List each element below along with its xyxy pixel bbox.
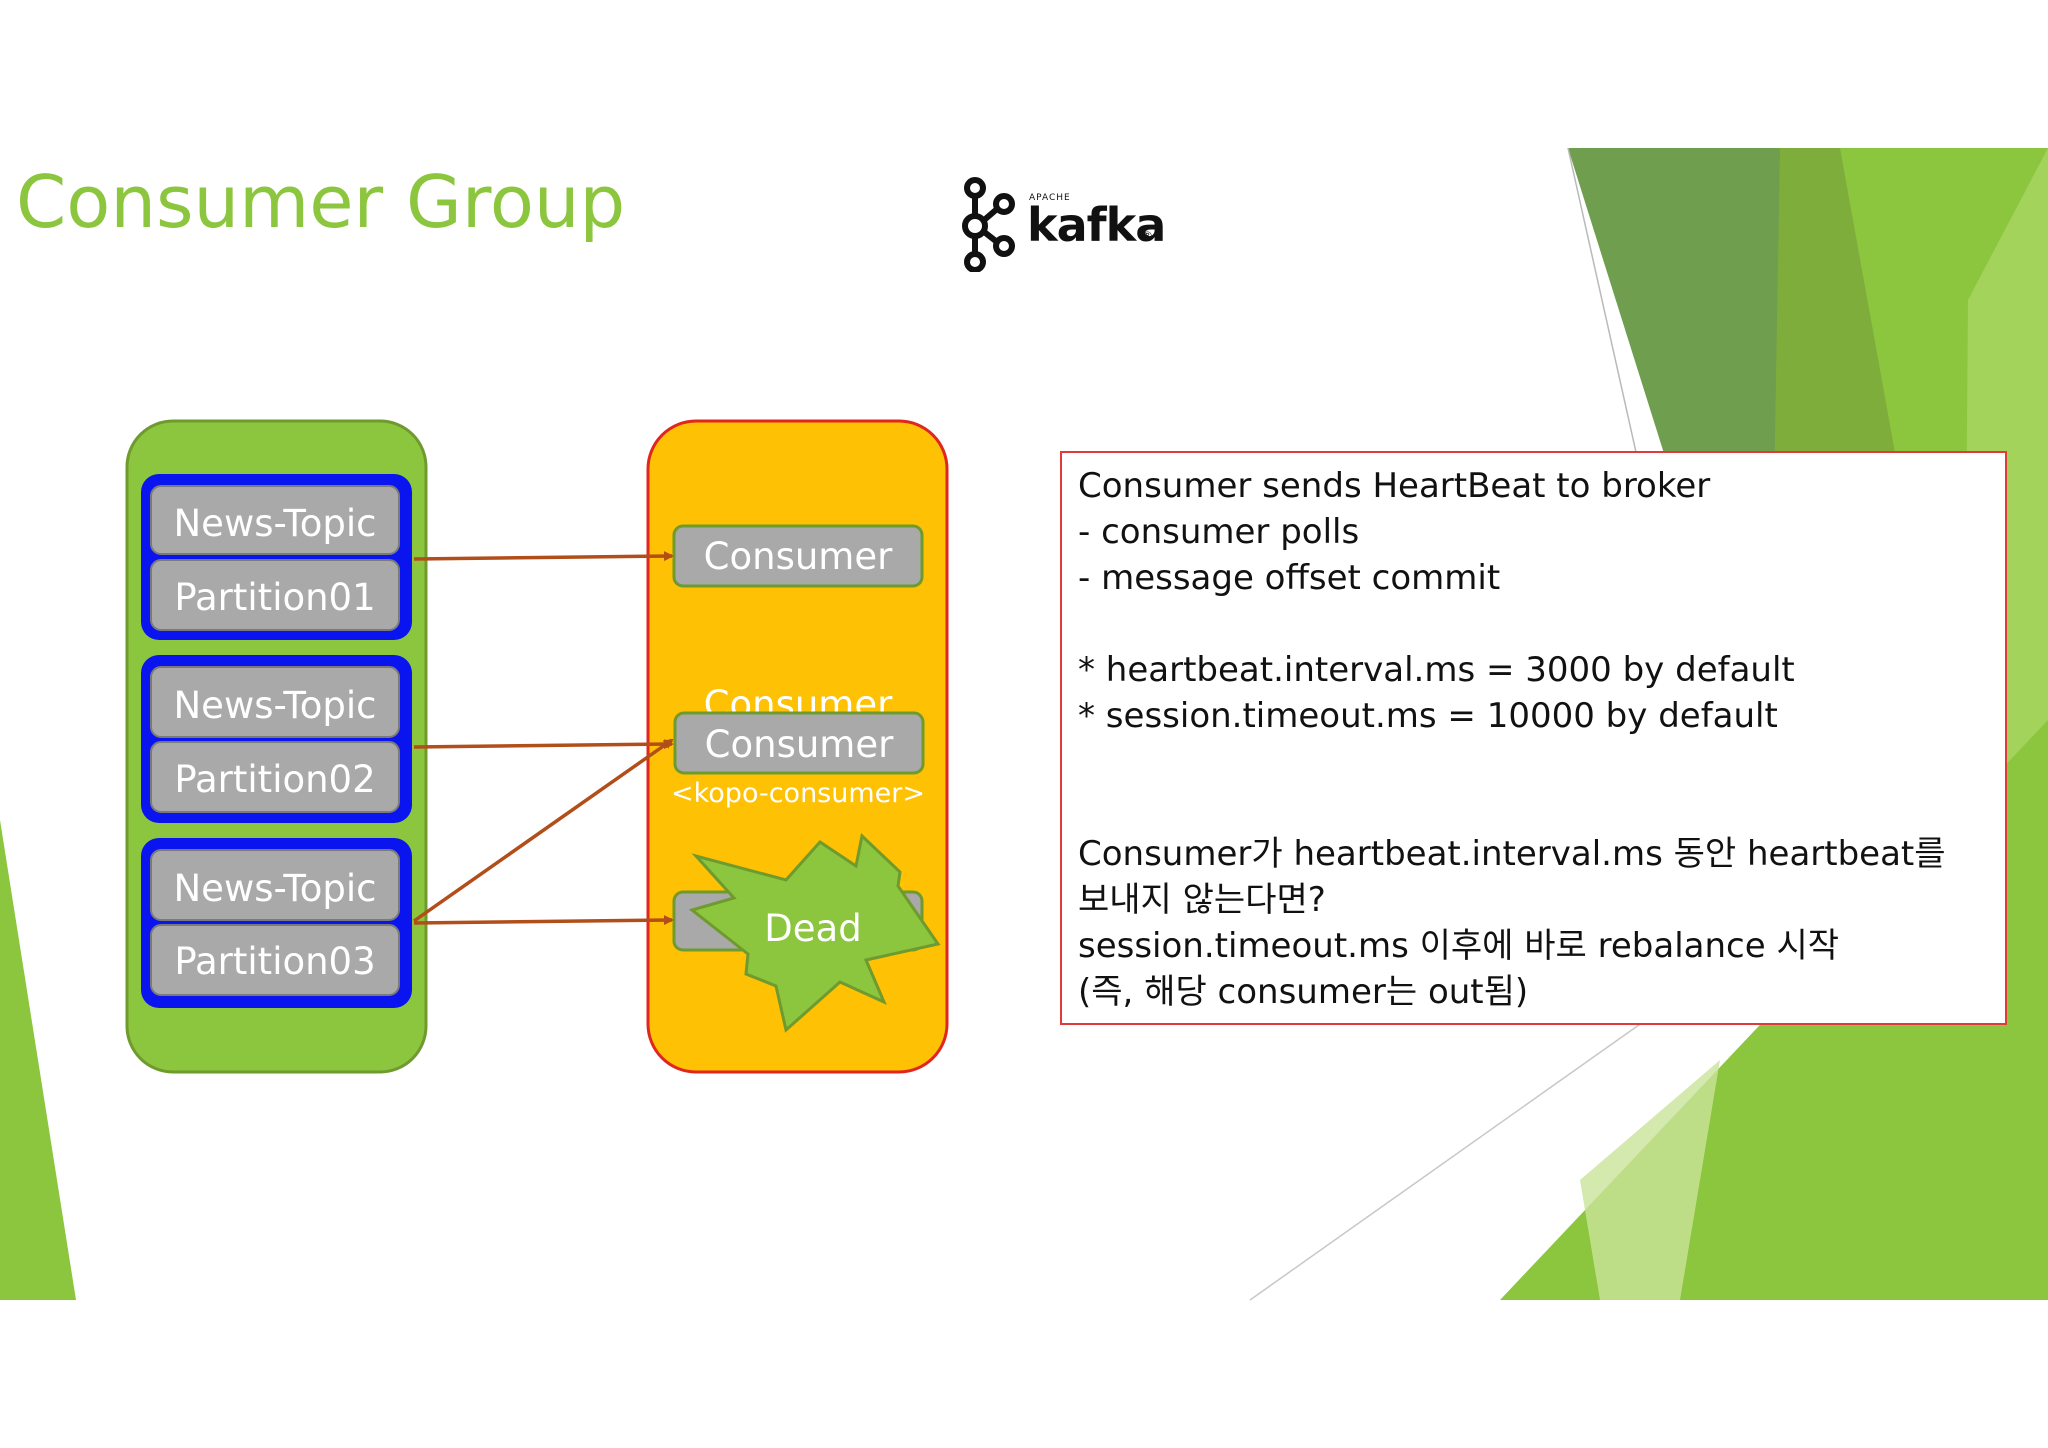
partition-group-01: News-Topic Partition01 [141,474,412,640]
arrow-partition02-consumer2 [413,739,674,750]
topic-label: News-Topic [174,867,377,910]
note-line: * heartbeat.interval.ms = 3000 by defaul… [1078,650,1795,690]
note-line: Consumer가 heartbeat.interval.ms 동안 heart… [1078,834,1946,874]
consumer-label-1: Consumer [704,535,893,578]
kafka-logo-icon [962,177,1015,272]
note-line: Consumer sends HeartBeat to broker [1078,466,1711,506]
partition-group-02: News-Topic Partition02 [141,655,412,823]
topic-label: News-Topic [174,502,377,545]
deco-thin-line-2 [1249,1009,1661,1301]
topic-box [150,666,400,738]
deco-thin-line-1 [1567,147,1641,471]
arrow-partition03-consumer2 [412,738,674,923]
deco-bottom-light [1580,1060,1720,1300]
partition-box [150,741,400,813]
note-line: - consumer polls [1078,512,1360,552]
note-line: (즉, 해당 consumer는 out됨) [1078,972,1529,1012]
kafka-logo-registered: ® [1142,229,1153,242]
heartbeat-notes: Consumer sends HeartBeat to broker - con… [1060,451,2007,1025]
topic-label: News-Topic [174,684,377,727]
consumer-label-2: Consumer [705,723,894,766]
arrow-partition01-consumer1 [413,551,674,562]
deco-left-triangle [0,820,76,1300]
consumer-box-2 [673,711,925,775]
kafka-logo-apache: APACHE [1029,193,1071,203]
partition-box [150,559,400,631]
topic-box [150,485,400,555]
partition-box [150,924,400,996]
note-spacer [1078,601,1991,647]
kafka-logo: APACHE kafka ® [960,176,1170,272]
note-spacer [1078,739,1991,831]
partition-label: Partition02 [174,758,375,801]
kafka-logo-word: kafka [1027,198,1166,252]
partition-label: Partition03 [174,940,375,983]
dead-label: Dead [764,907,861,950]
partition-label: Partition01 [174,576,375,619]
note-line: * session.timeout.ms = 10000 by default [1078,696,1778,736]
note-line: 보내지 않는다면? [1078,880,1326,920]
note-line: - message offset commit [1078,558,1501,598]
slide-title: Consumer Group [16,160,626,244]
dead-burst [688,833,941,1033]
consumer-box-1 [672,524,924,588]
topic-box [150,849,400,921]
note-line: session.timeout.ms 이후에 바로 rebalance 시작 [1078,926,1840,966]
arrow-partition03-consumer3 [413,915,674,926]
partition-group-03: News-Topic Partition03 [141,838,412,1008]
consumer-group-name: <kopo-consumer> [671,778,925,809]
